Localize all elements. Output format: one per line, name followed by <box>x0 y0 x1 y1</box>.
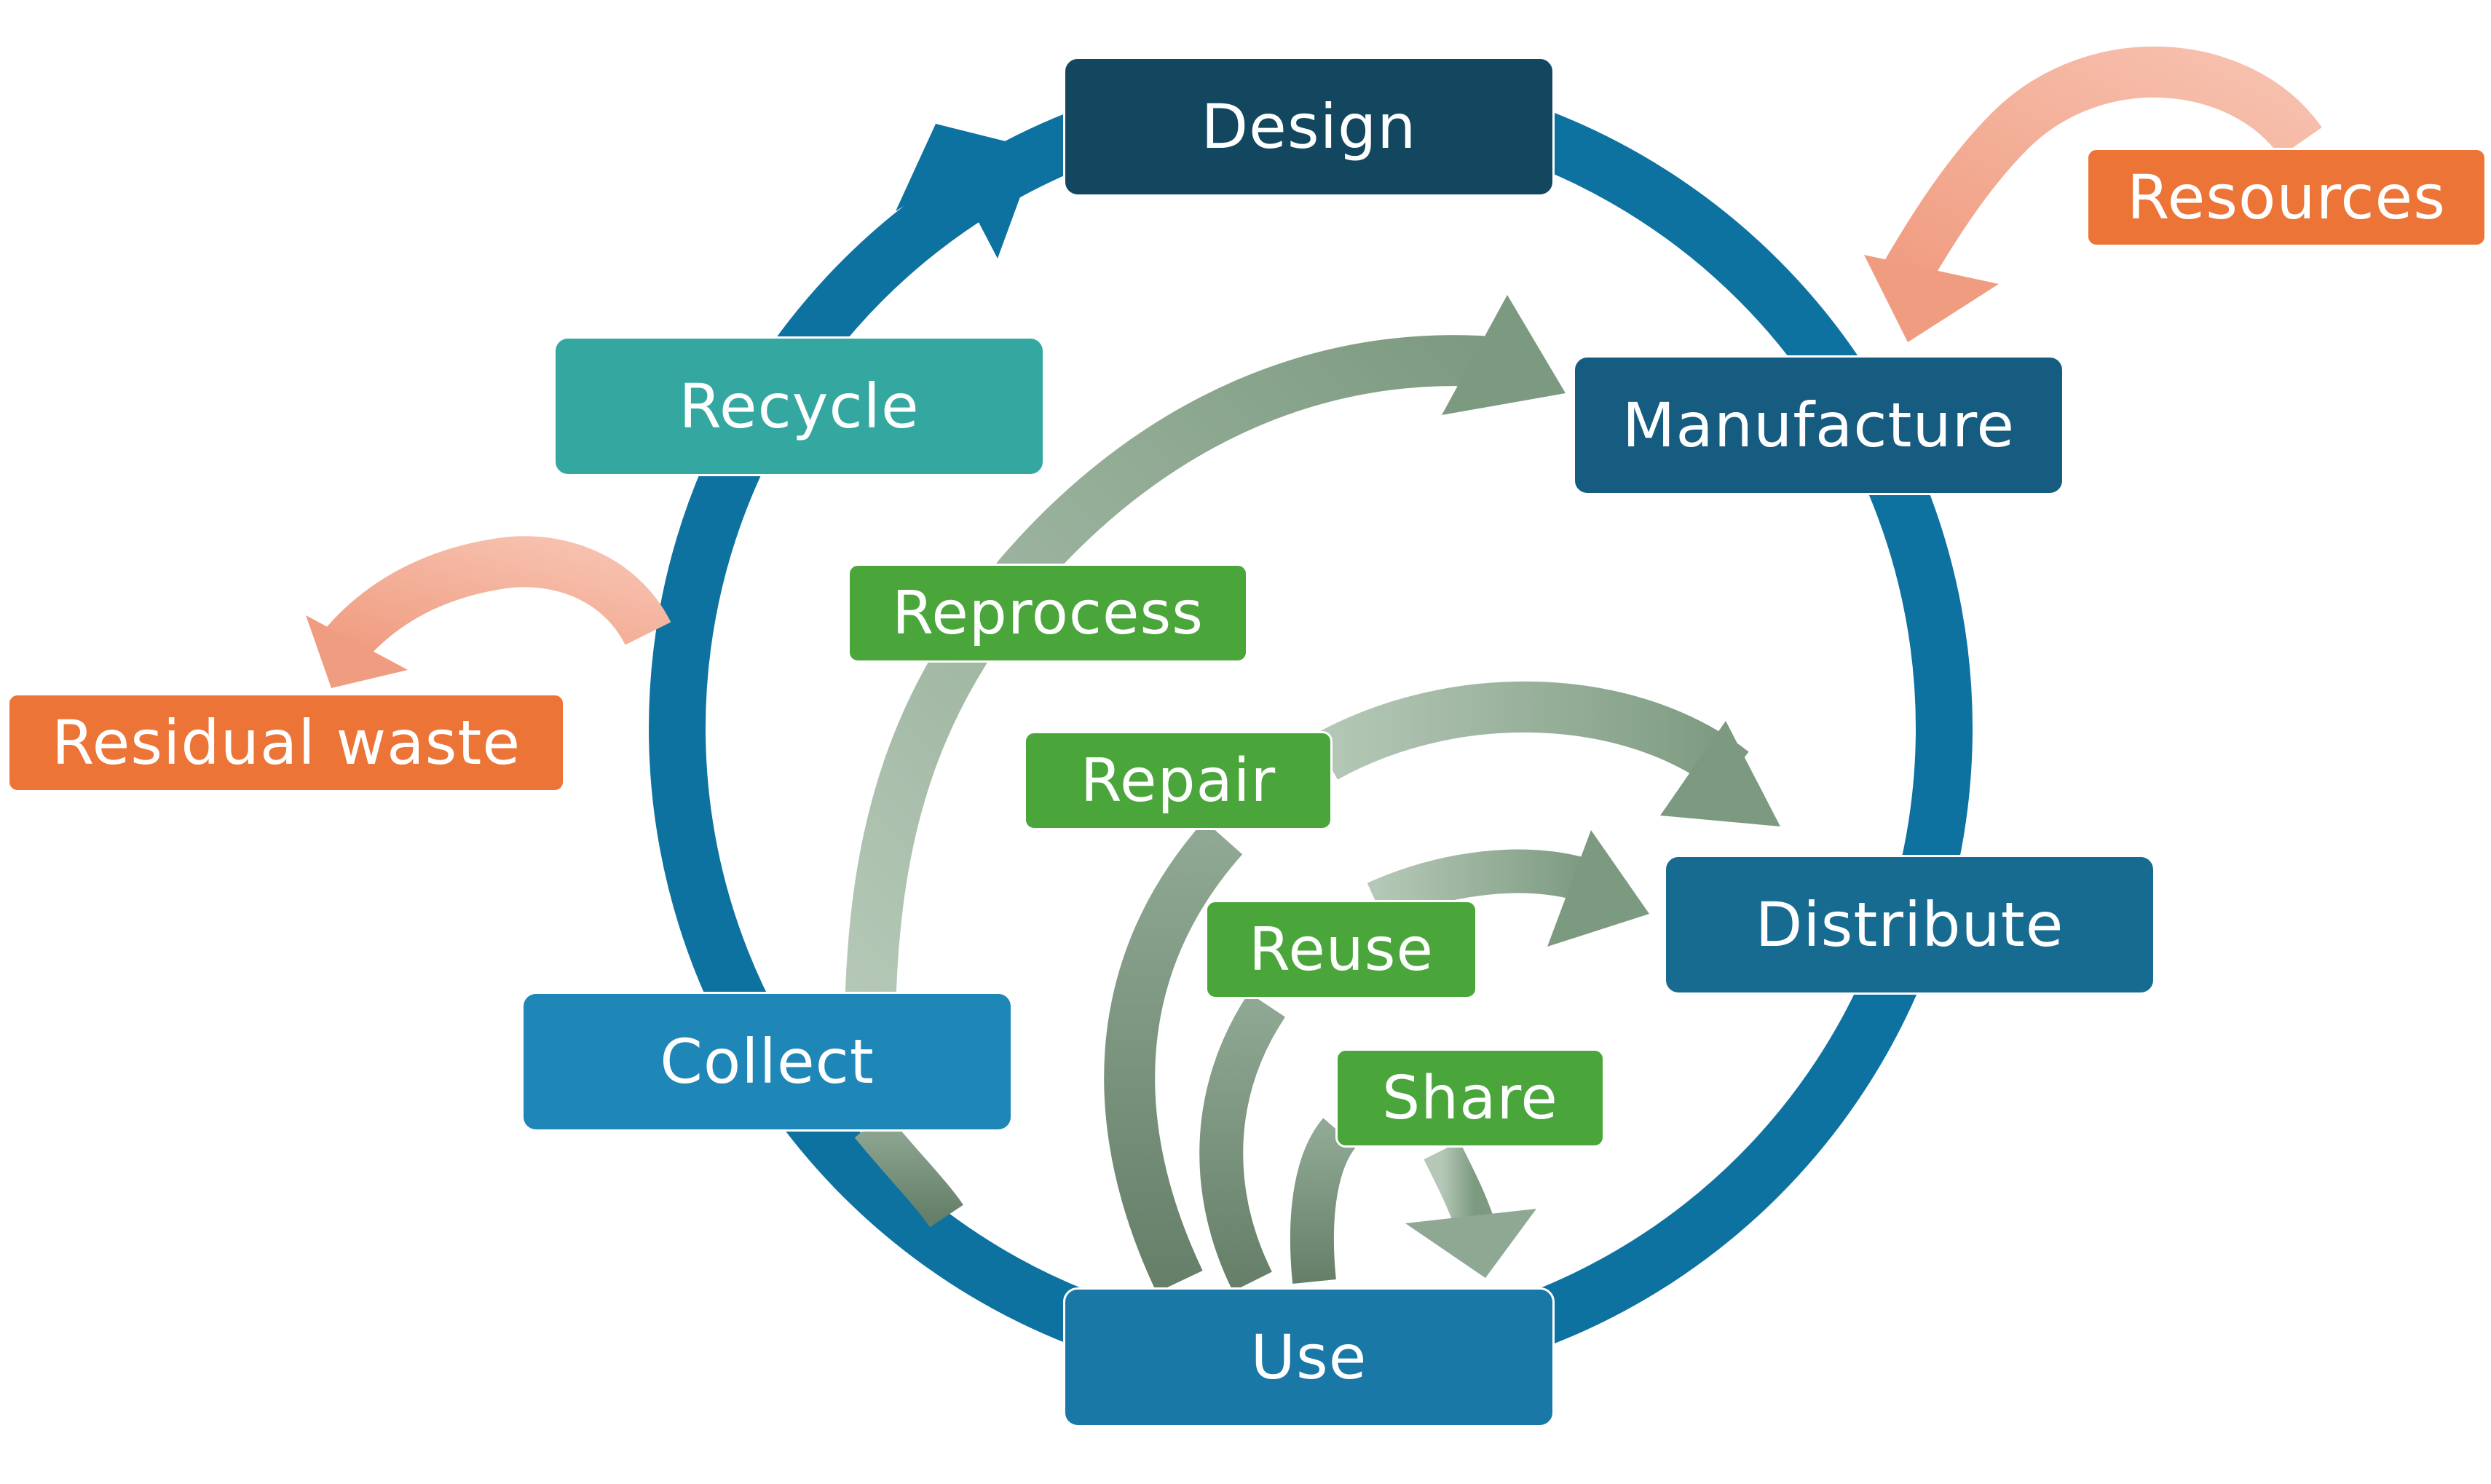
resources-arrow <box>1864 46 2322 342</box>
residual-waste-arrow <box>306 536 671 688</box>
repair-arrow <box>1104 681 1780 1293</box>
loop-share[interactable]: Share <box>1335 1049 1605 1148</box>
collect-to-reprocess-arrow <box>854 1112 963 1228</box>
node-collect[interactable]: Collect <box>521 992 1013 1132</box>
share-arrow <box>1290 1118 1536 1284</box>
loop-reuse[interactable]: Reuse <box>1205 900 1477 999</box>
node-use[interactable]: Use <box>1063 1287 1555 1427</box>
loop-repair[interactable]: Repair <box>1024 731 1333 830</box>
node-distribute[interactable]: Distribute <box>1664 855 2155 995</box>
reuse-arrow <box>1199 830 1649 1292</box>
ring-arrowhead <box>896 124 1038 258</box>
node-manufacture[interactable]: Manufacture <box>1573 355 2064 495</box>
external-residual-waste[interactable]: Residual waste <box>7 693 565 792</box>
node-recycle[interactable]: Recycle <box>553 336 1045 476</box>
external-resources[interactable]: Resources <box>2086 148 2487 247</box>
loop-reprocess[interactable]: Reprocess <box>848 564 1248 663</box>
node-design[interactable]: Design <box>1063 57 1555 197</box>
